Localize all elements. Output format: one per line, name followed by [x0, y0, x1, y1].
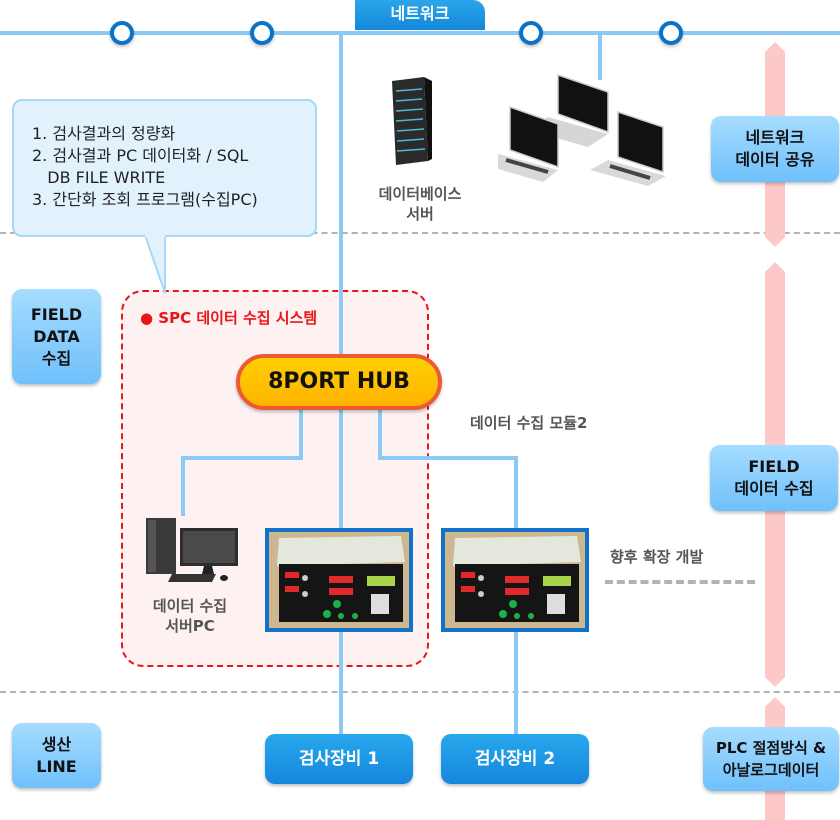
inspection-equipment-1-button[interactable]: 검사장비 1 — [265, 734, 413, 784]
device2-equipment-link — [514, 628, 518, 736]
box-line: LINE — [36, 756, 77, 776]
box-line: FIELD — [30, 304, 83, 324]
hub-link-device2 — [378, 456, 518, 460]
server-pc-label-line: 서버PC — [165, 617, 215, 635]
server-pc-label-line: 데이터 수집 — [152, 597, 228, 615]
feature-callout: 1. 검사결과의 정량화 2. 검사결과 PC 데이터화 / SQL DB FI… — [12, 99, 317, 237]
network-node — [659, 21, 683, 45]
inspection-equipment-2-button[interactable]: 검사장비 2 — [441, 734, 589, 784]
feature-line: DB FILE WRITE — [32, 168, 166, 187]
device-photo-icon — [445, 532, 585, 628]
production-line-tier-box: 생산 LINE — [12, 723, 101, 788]
box-line: 데이터 수집 — [734, 479, 814, 498]
network-data-share-box: 네트워크 데이터 공유 — [711, 116, 839, 182]
database-server-label: 데이터베이스 서버 — [360, 184, 480, 224]
client-laptops-icon — [498, 73, 666, 186]
plc-analog-box: PLC 절점방식 & 아날로그데이터 — [703, 727, 839, 791]
feature-line: 3. 간단화 조회 프로그램(수집PC) — [32, 190, 258, 209]
field-data-collect-box: FIELD 데이터 수집 — [710, 445, 838, 511]
box-line: 데이터 공유 — [735, 150, 815, 169]
bubble-tail — [145, 235, 166, 294]
hub-link-pc — [181, 456, 185, 516]
box-line: 아날로그데이터 — [722, 761, 820, 779]
server-label-line: 서버 — [406, 205, 434, 223]
trunk-line — [339, 33, 343, 355]
data-collection-module-1[interactable] — [265, 528, 413, 632]
server-pc-label: 데이터 수집 서버PC — [130, 596, 250, 636]
network-tab[interactable]: 네트워크 — [355, 0, 485, 30]
network-bus-line — [0, 31, 840, 35]
box-line: FIELD — [748, 457, 800, 476]
future-expansion-label: 향후 확장 개발 — [610, 548, 704, 566]
box-line: 생산 — [41, 734, 72, 754]
box-line: PLC 절점방식 & — [715, 739, 827, 757]
tier-separator — [0, 232, 840, 234]
laptop-link-line — [598, 33, 602, 80]
server-label-line: 데이터베이스 — [378, 185, 462, 203]
server-pc-icon — [146, 518, 238, 582]
database-server-icon — [392, 77, 432, 165]
network-node — [250, 21, 274, 45]
data-collection-module-2[interactable] — [441, 528, 589, 632]
device1-equipment-link — [339, 628, 343, 736]
hub-link-device1 — [339, 408, 343, 533]
network-node — [110, 21, 134, 45]
box-line: DATA — [33, 326, 80, 346]
data-module2-label: 데이터 수집 모듈2 — [470, 414, 588, 432]
box-line: 수집 — [41, 348, 72, 368]
hub-link-pc — [299, 408, 303, 458]
future-expansion-dashline — [605, 580, 755, 584]
network-node — [519, 21, 543, 45]
hub-link-device2 — [514, 456, 518, 532]
tier-separator — [0, 691, 840, 693]
8port-hub[interactable]: 8PORT HUB — [236, 354, 442, 410]
box-line: 네트워크 — [745, 128, 805, 147]
hub-link-device2 — [378, 408, 382, 458]
trunk-line — [339, 290, 343, 360]
field-data-collect-tier-box: FIELD DATA 수집 — [12, 289, 101, 384]
feature-line: 1. 검사결과의 정량화 — [32, 124, 176, 143]
device-photo-icon — [269, 532, 409, 628]
feature-line: 2. 검사결과 PC 데이터화 / SQL — [32, 146, 249, 165]
spc-system-title: ● SPC 데이터 수집 시스템 — [140, 309, 318, 327]
hub-link-pc — [181, 456, 303, 460]
